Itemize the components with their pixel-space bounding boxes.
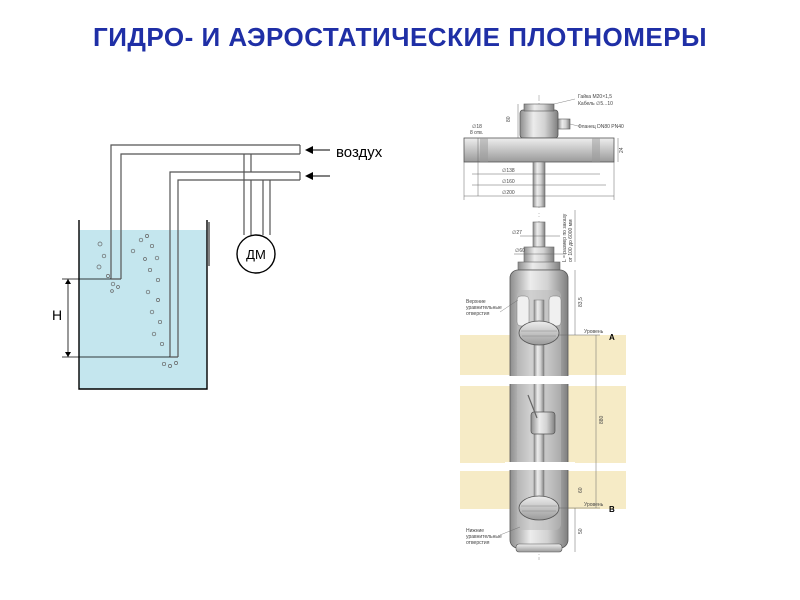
dim-d27: ∅27 <box>512 230 522 236</box>
dim-h80: 80 <box>506 116 512 122</box>
flange <box>463 137 615 163</box>
sensor-head <box>519 109 559 139</box>
dim-h835: 83,5 <box>578 297 584 307</box>
liquid <box>79 230 207 389</box>
callout-upper-holes-1: Верхние <box>466 299 486 305</box>
tank <box>78 220 208 390</box>
height-label: H <box>52 307 62 323</box>
page-title: ГИДРО- И АЭРОСТАТИЧЕСКИЕ ПЛОТНОМЕРЫ <box>92 22 708 52</box>
callout-lower-holes-3: отверстия <box>466 540 490 546</box>
dim-h50: 50 <box>578 528 584 534</box>
dim-d160: ∅160 <box>502 179 515 185</box>
stem-lower <box>532 221 546 248</box>
gauge-branch-2 <box>262 180 271 235</box>
dim-d138: ∅138 <box>502 168 515 174</box>
aerostatic-device-drawing: Гайка М20×1,5 Кабель ∅5...10 Фланец DN80… <box>460 93 626 560</box>
level-b-marker: B <box>609 505 615 514</box>
stem-upper <box>532 161 546 208</box>
callout-length-2: от 100 до 6000 мм <box>568 219 574 262</box>
level-b-text: Уровень <box>584 502 604 508</box>
dim-d60: ∅60 <box>515 248 525 254</box>
pressure-gauge <box>236 234 276 274</box>
callout-upper-holes-2: уравнительные <box>466 305 502 311</box>
dim-d200: ∅200 <box>502 190 515 196</box>
gauge-branch-1 <box>243 154 252 235</box>
dim-d18: ∅18 <box>472 124 482 130</box>
lower-float <box>518 495 560 521</box>
callout-lower-holes-2: уравнительные <box>466 534 502 540</box>
bubbles <box>96 234 178 368</box>
upper-float <box>518 320 560 346</box>
air-label: воздух <box>336 144 383 161</box>
tube-short <box>110 144 300 280</box>
cable-gland <box>557 118 571 130</box>
dim-h24: 24 <box>619 147 625 153</box>
gauge-label: ДМ <box>246 247 266 262</box>
hydrostatic-diagram: воздух ДМ H <box>52 144 383 390</box>
callout-cable: Кабель ∅5...10 <box>578 101 613 107</box>
callout-nut: Гайка М20×1,5 <box>578 93 612 100</box>
callout-flange: Фланец DN80 PN40 <box>578 124 624 130</box>
callout-length-1: L = размер по заказу <box>562 213 568 262</box>
callout-lower-holes-1: Нижние <box>466 528 484 534</box>
side-sensor <box>530 411 556 435</box>
dim-holes: 8 отв. <box>470 130 483 136</box>
tube-long <box>169 171 300 358</box>
dim-h60: 60 <box>578 487 584 493</box>
dim-h880: 880 <box>599 415 605 424</box>
level-a-marker: A <box>609 333 615 342</box>
callout-upper-holes-3: отверстия <box>466 311 490 317</box>
level-a-text: Уровень <box>584 329 604 335</box>
